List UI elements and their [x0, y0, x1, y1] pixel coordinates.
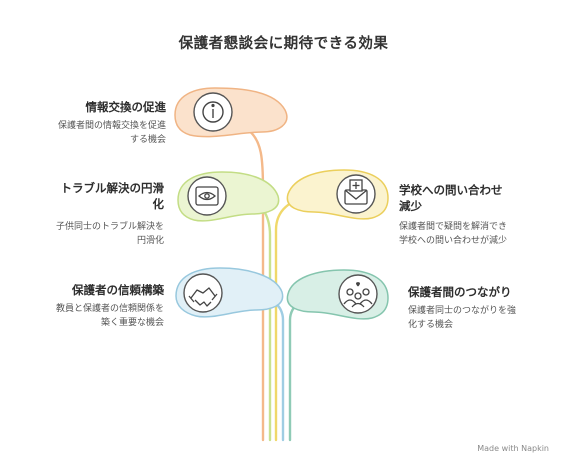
stem-green — [243, 193, 272, 442]
desc-line: する機会 — [129, 135, 166, 145]
envelope-plus-icon — [344, 179, 368, 205]
desc-trust-building: 教員と保護者の信頼関係を 築く重要な機会 — [30, 302, 164, 330]
heading-trouble-resolution: トラブル解決の円滑 化 — [30, 180, 165, 212]
desc-parent-connection: 保護者同士のつながりを強 化する機会 — [408, 304, 548, 332]
desc-line: 円滑化 — [136, 236, 164, 246]
stem-teal — [288, 290, 327, 442]
heading-info-exchange: 情報交換の促進 — [85, 100, 167, 114]
desc-trouble-resolution: 子供同士のトラブル解決を 円滑化 — [30, 220, 164, 248]
handshake-icon — [188, 287, 218, 307]
desc-line: 教員と保護者の信頼関係を — [55, 304, 164, 314]
eye-frame-icon — [195, 186, 219, 206]
desc-line: 保護者間で疑問を解消でき — [399, 222, 508, 232]
heading-trust-building: 保護者の信頼構築 — [72, 283, 164, 297]
circle-connection — [338, 274, 378, 314]
info-icon — [202, 101, 224, 123]
desc-line: 保護者同士のつながりを強 — [408, 306, 517, 316]
desc-line: 子供同士のトラブル解決を — [55, 222, 164, 232]
circle-trouble — [187, 176, 227, 216]
heading-inquiry-reduction: 学校への問い合わせ 減少 — [399, 182, 539, 214]
heading-parent-connection: 保護者間のつながり — [408, 285, 512, 299]
stem-blue — [246, 290, 285, 442]
page-title: 保護者懇談会に期待できる効果 — [178, 36, 389, 52]
heading-line: トラブル解決の円滑 — [60, 181, 165, 195]
desc-line: 築く重要な機会 — [100, 318, 164, 328]
desc-info-exchange: 保護者間の情報交換を促進 する機会 — [40, 119, 166, 147]
heading-line: 減少 — [399, 199, 422, 213]
desc-line: 化する機会 — [408, 320, 454, 330]
heading-line: 学校への問い合わせ — [399, 183, 503, 197]
group-icon — [343, 282, 373, 308]
made-with-napkin-footer: Made with Napkin — [477, 444, 549, 453]
desc-line: 保護者間の情報交換を促進 — [57, 121, 166, 131]
heading-line: 化 — [152, 197, 165, 211]
desc-line: 学校への問い合わせが減少 — [399, 236, 508, 246]
stem-yellow — [274, 193, 314, 442]
desc-inquiry-reduction: 保護者間で疑問を解消でき 学校への問い合わせが減少 — [399, 220, 539, 248]
